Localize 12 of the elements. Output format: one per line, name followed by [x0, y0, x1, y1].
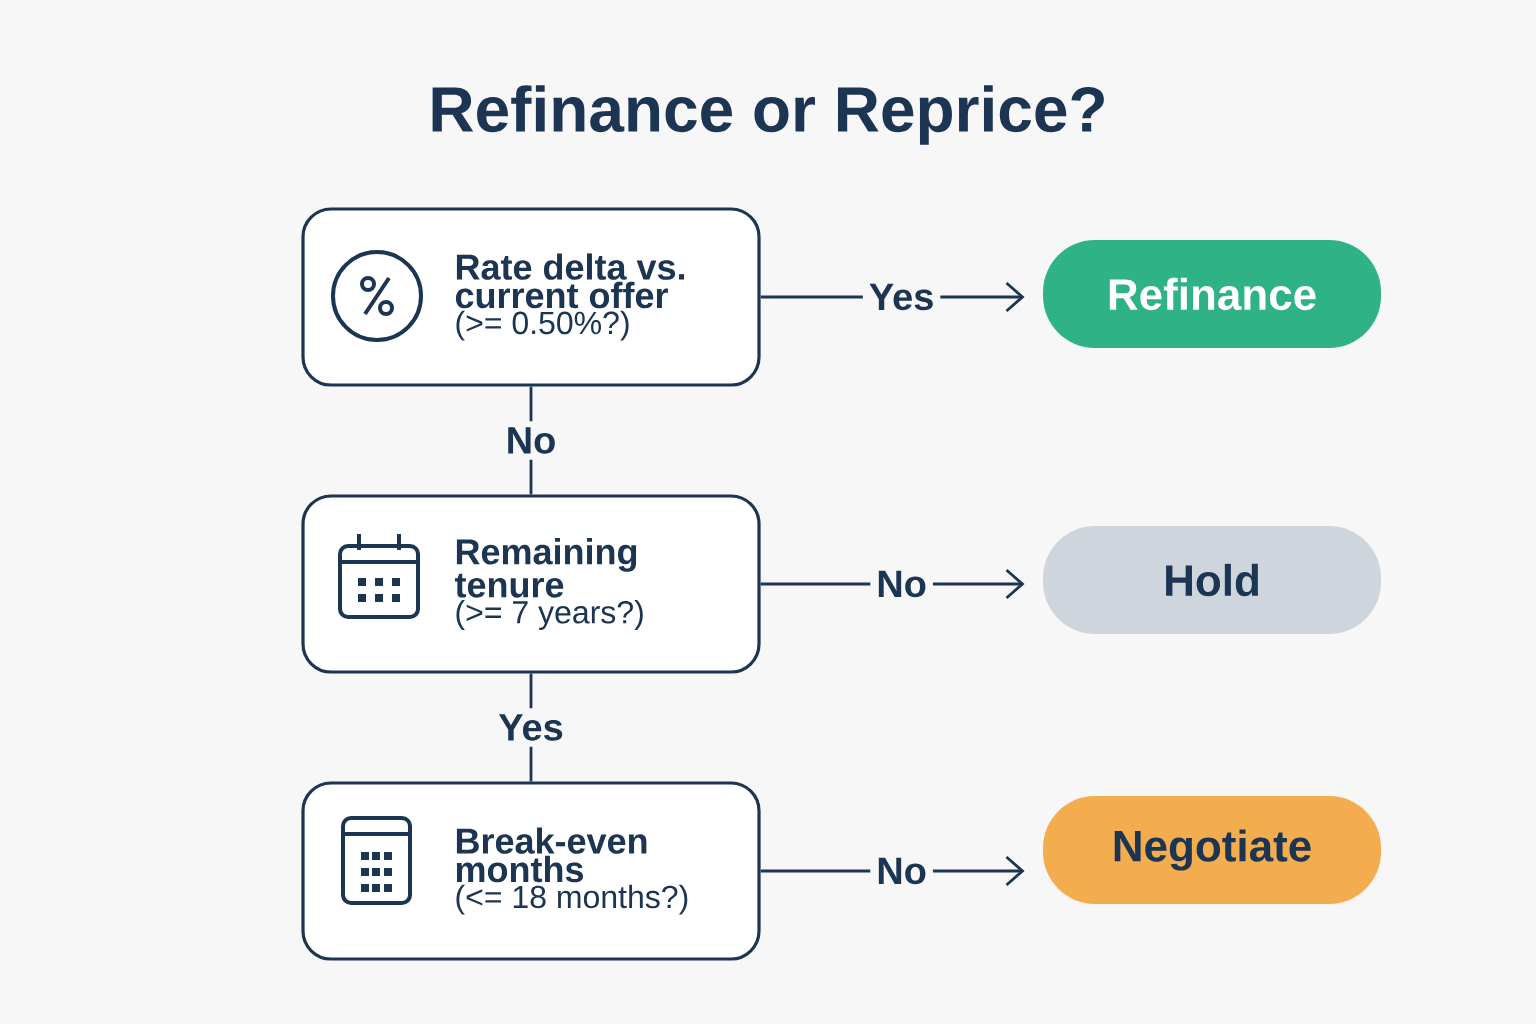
edge-label: Yes	[492, 708, 570, 747]
decision-box: Rate delta vs. current offer (>= 0.50%?)	[301, 207, 761, 387]
decision-box: Remaining tenure (>= 7 years?)	[301, 494, 761, 674]
outcome-box: Negotiate	[1043, 796, 1381, 904]
outcome-box: Hold	[1043, 526, 1381, 634]
edge-label: Yes	[862, 277, 941, 317]
edge-label: No	[499, 421, 563, 460]
edge-label: No	[870, 851, 933, 891]
decision-box: Break-even months (<= 18 months?)	[301, 781, 761, 961]
outcome-box: Refinance	[1043, 240, 1381, 348]
title: Refinance or Reprice?	[432, 85, 1104, 145]
edge-label: No	[870, 564, 933, 604]
